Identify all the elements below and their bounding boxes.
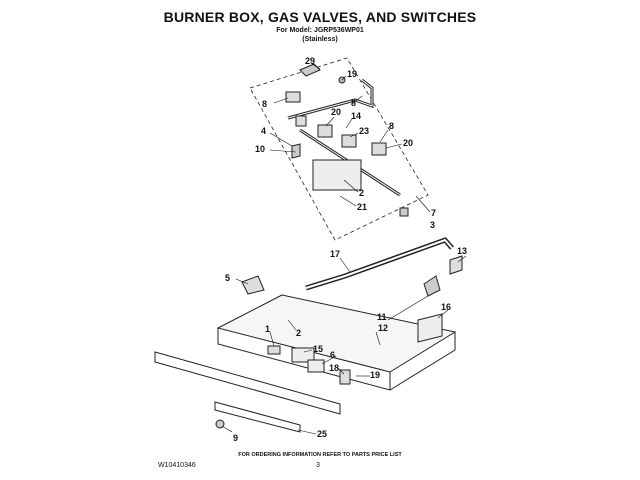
callout-3: 3: [430, 220, 435, 230]
callout-13: 13: [457, 246, 467, 256]
callout-19: 19: [347, 69, 357, 79]
callout-25: 25: [317, 429, 327, 439]
callout-5: 5: [225, 273, 230, 283]
callout-23: 23: [359, 126, 369, 136]
callout-9: 9: [233, 433, 238, 443]
upper-leader-lines: [269, 63, 431, 213]
callout-18: 18: [329, 363, 339, 373]
callout-12: 12: [378, 323, 388, 333]
burner-box-assembly: [154, 237, 463, 433]
callout-2: 2: [359, 188, 364, 198]
callout-29: 29: [305, 56, 315, 66]
callout-6: 6: [330, 350, 335, 360]
lower-leader-lines: [221, 255, 467, 435]
callout-4: 4: [261, 126, 266, 136]
callout-19: 19: [370, 370, 380, 380]
ordering-note: FOR ORDERING INFORMATION REFER TO PARTS …: [238, 452, 402, 458]
callout-8: 8: [389, 121, 394, 131]
gas-manifold-assembly: [285, 63, 409, 217]
callout-17: 17: [330, 249, 340, 259]
callout-8: 8: [351, 98, 356, 108]
model-number: For Model: JGRP536WP01: [276, 27, 364, 34]
callout-21: 21: [357, 202, 367, 212]
callout-10: 10: [255, 144, 265, 154]
callout-1: 1: [265, 324, 270, 334]
finish-label: (Stainless): [302, 36, 338, 43]
document-number: W10410346: [158, 462, 196, 469]
valve-assembly-boundary: [249, 57, 429, 241]
callout-8: 8: [262, 99, 267, 109]
page-number: 3: [316, 462, 320, 469]
callout-20: 20: [403, 138, 413, 148]
callout-2: 2: [296, 328, 301, 338]
callout-11: 11: [377, 312, 387, 322]
callout-16: 16: [441, 302, 451, 312]
callout-15: 15: [313, 344, 323, 354]
callout-20: 20: [331, 107, 341, 117]
page-title: BURNER BOX, GAS VALVES, AND SWITCHES: [163, 9, 477, 25]
callout-7: 7: [431, 208, 436, 218]
callout-14: 14: [351, 111, 361, 121]
